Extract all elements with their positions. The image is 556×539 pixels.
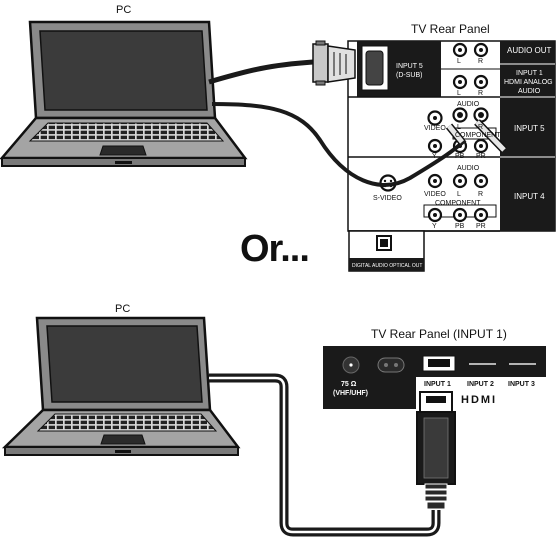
antenna-label-2: (VHF/UHF) bbox=[333, 390, 368, 397]
svideo-label: S-VIDEO bbox=[373, 195, 402, 202]
input5-dsub-label-1: INPUT 5 bbox=[396, 63, 423, 70]
input5-l: L bbox=[457, 124, 461, 131]
hdmi-cable bbox=[209, 373, 456, 537]
audio-out-r: R bbox=[478, 58, 483, 65]
top-tv-panel bbox=[347, 40, 556, 272]
input4-label: INPUT 4 bbox=[514, 192, 545, 201]
antenna-label-1: 75 Ω bbox=[341, 381, 357, 388]
hdmi-audio-r: R bbox=[478, 90, 483, 97]
input3-port-label: INPUT 3 bbox=[508, 381, 535, 388]
bottom-laptop-icon bbox=[1, 316, 241, 456]
input5-r: R bbox=[478, 124, 483, 131]
input4-y: Y bbox=[432, 223, 437, 230]
or-text: Or... bbox=[240, 228, 310, 270]
input5-audio-label: AUDIO bbox=[457, 101, 480, 108]
input4-component-label: COMPONENT bbox=[435, 200, 481, 207]
top-pc-label: PC bbox=[116, 4, 132, 16]
bottom-tv-panel-title: TV Rear Panel (INPUT 1) bbox=[371, 327, 507, 341]
input1-label: INPUT 1 bbox=[516, 70, 543, 77]
input5-pb: PB bbox=[455, 153, 465, 160]
input4-video-label: VIDEO bbox=[424, 191, 446, 198]
bottom-pc-label: PC bbox=[115, 303, 131, 315]
input4-audio-label: AUDIO bbox=[457, 165, 480, 172]
input1-port-label: INPUT 1 bbox=[424, 381, 451, 388]
audio-out-jacks bbox=[452, 42, 489, 90]
input5-label: INPUT 5 bbox=[514, 124, 545, 133]
input5-y: Y bbox=[432, 153, 437, 160]
input4-r: R bbox=[478, 191, 483, 198]
input5-dsub-label-2: (D-SUB) bbox=[396, 72, 422, 79]
audio-out-label: AUDIO OUT bbox=[507, 46, 552, 55]
top-tv-panel-title: TV Rear Panel bbox=[411, 22, 490, 36]
audio-label: AUDIO bbox=[518, 88, 541, 95]
input4-pr: PR bbox=[476, 223, 486, 230]
optical-label: DIGITAL AUDIO OPTICAL OUT bbox=[352, 263, 422, 269]
audio-cable bbox=[211, 102, 507, 187]
input4-jacks bbox=[379, 173, 497, 223]
input5-pr: PR bbox=[476, 153, 486, 160]
input4-l: L bbox=[457, 191, 461, 198]
input5-video-label: VIDEO bbox=[424, 125, 446, 132]
hdmi-audio-l: L bbox=[457, 90, 461, 97]
hdmi-analog-label: HDMI ANALOG bbox=[504, 79, 553, 86]
hdmi-logo: HDMI bbox=[461, 394, 497, 406]
vga-cable bbox=[208, 40, 356, 86]
input5-component-label: COMPONENT bbox=[455, 132, 501, 139]
top-laptop-icon bbox=[0, 20, 248, 167]
input2-port-label: INPUT 2 bbox=[467, 381, 494, 388]
audio-out-l: L bbox=[457, 58, 461, 65]
input4-pb: PB bbox=[455, 223, 465, 230]
